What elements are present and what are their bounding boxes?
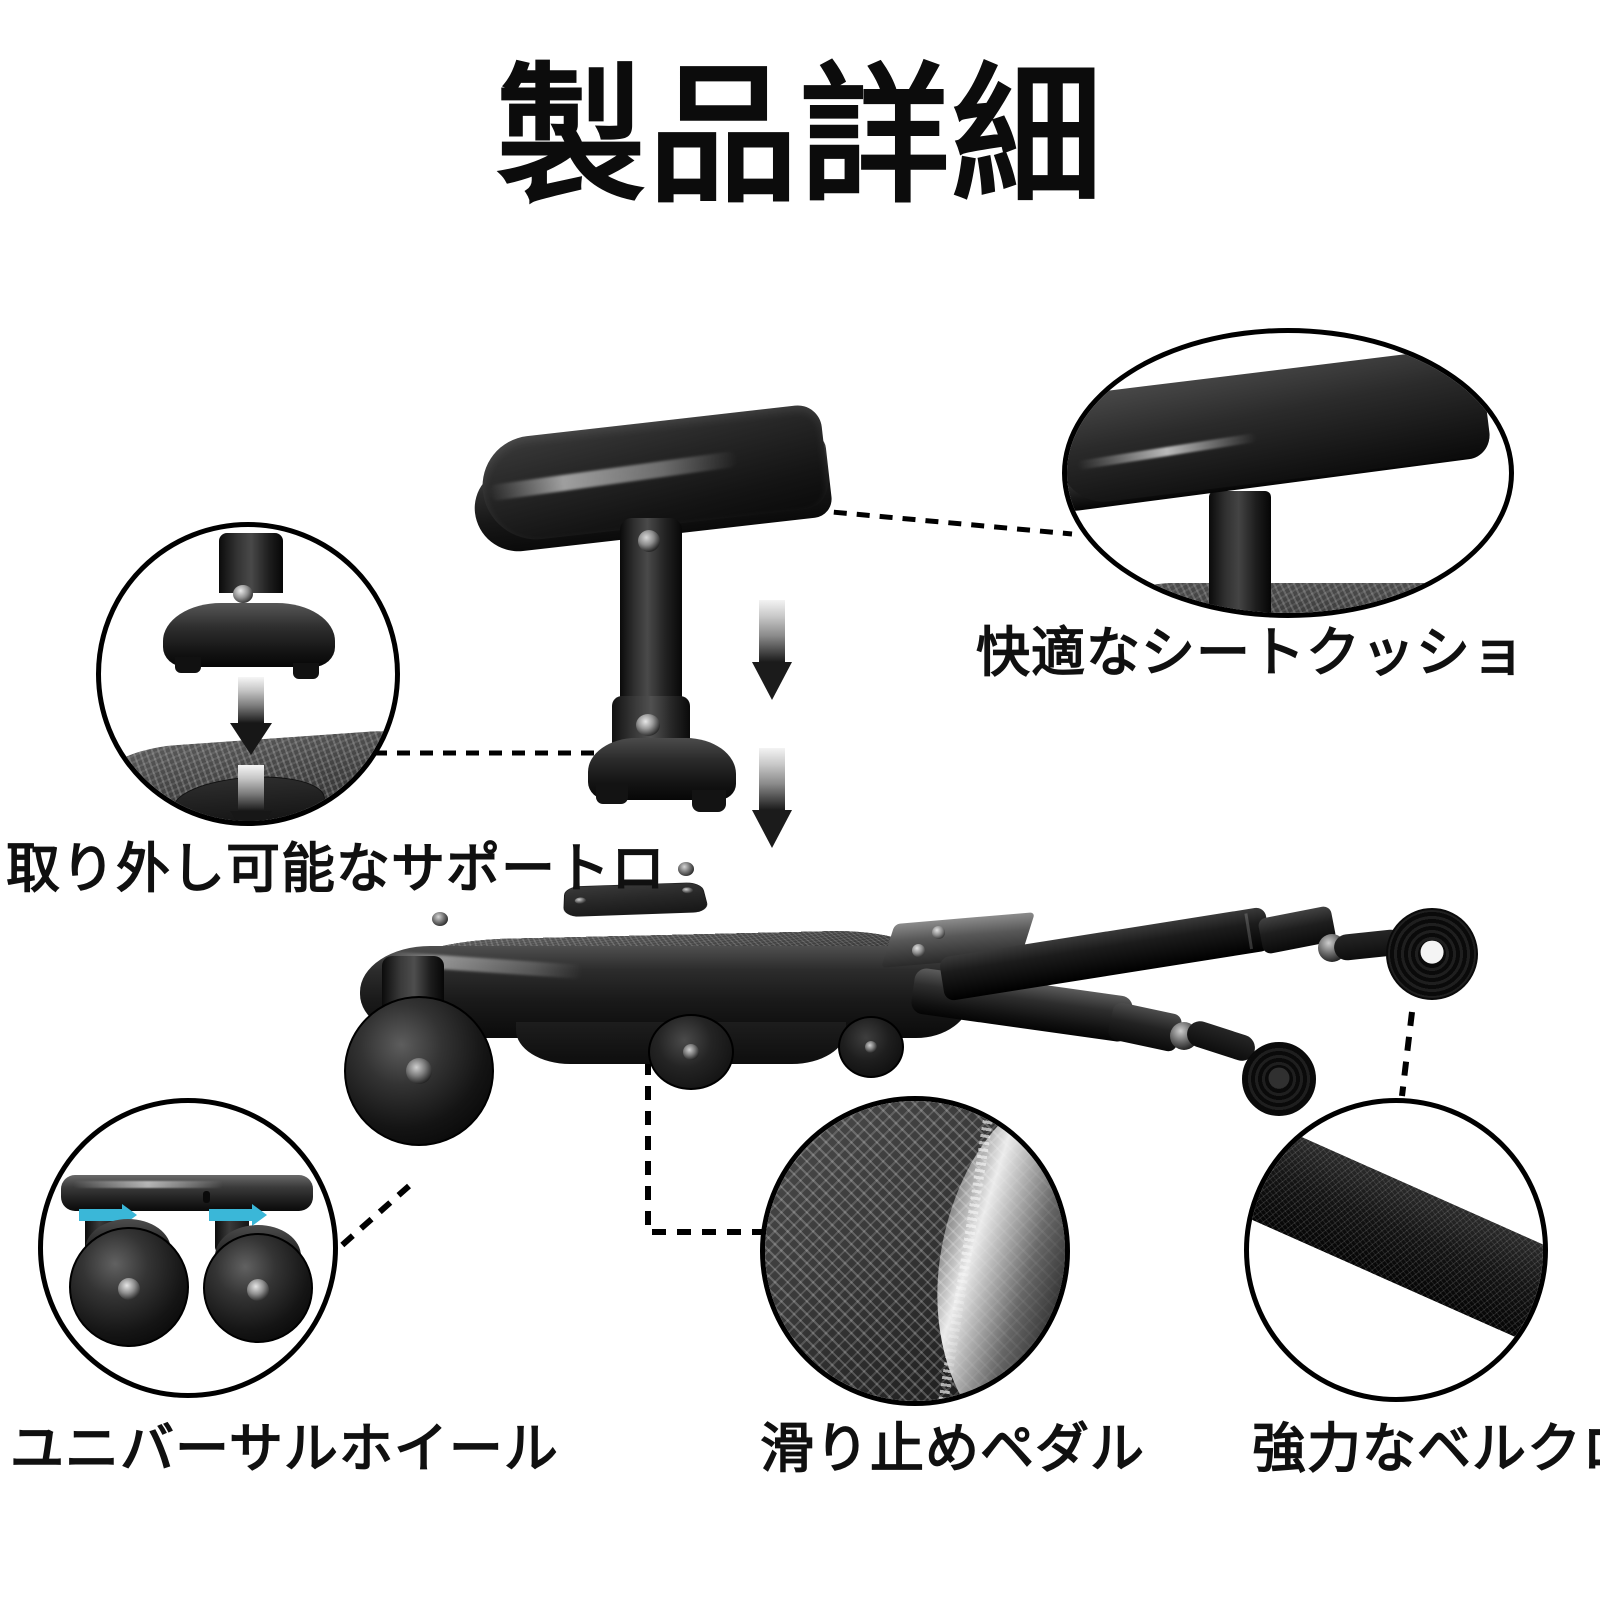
rear-wheel-left — [648, 1014, 734, 1090]
callout-circle-universal-wheel — [38, 1098, 338, 1398]
caption-velcro: 強力なベルクロ — [1252, 1417, 1600, 1480]
insert-arrow-1 — [229, 677, 273, 755]
caption-seat-cushion: 快適なシートクッショ — [976, 621, 1526, 684]
velcro-strap-roll-lower — [1242, 1042, 1316, 1116]
universal-wheel-closeup-icon — [43, 1103, 333, 1393]
velcro-strap-roll-upper — [1386, 908, 1478, 1000]
wheel-hub — [683, 1044, 699, 1060]
post-screw-lower — [636, 714, 660, 736]
insert-arrow-2 — [229, 765, 273, 821]
support-rod-closeup-icon — [101, 527, 395, 821]
seat-cushion-closeup-icon — [1067, 333, 1509, 613]
bracket-bolt-1 — [932, 926, 945, 939]
post-screw-upper — [638, 530, 660, 552]
wheel-rotation-arrow-right — [209, 1204, 267, 1226]
callout-circle-support-rod — [96, 522, 400, 826]
velcro-roll-center — [1268, 1067, 1290, 1089]
callout-circle-velcro — [1244, 1098, 1548, 1402]
rear-wheel-right — [838, 1016, 904, 1078]
caption-universal-wheel: ユニバーサルホイール — [10, 1417, 559, 1480]
attachment-arm-assembly — [856, 896, 1556, 1146]
assembly-arrow-down-1 — [752, 600, 792, 700]
lower-strap-link — [1183, 1017, 1259, 1065]
wheel-hub — [406, 1058, 432, 1084]
caption-anti-slip-pedal: 滑り止めペダル — [760, 1417, 1145, 1480]
velcro-roll-center — [1420, 940, 1444, 964]
velcro-strap-closeup-icon — [1249, 1103, 1543, 1397]
post-foot-lip-right — [692, 790, 726, 812]
bracket-bolt-2 — [912, 944, 925, 957]
wheel-hub — [865, 1041, 877, 1053]
callout-circle-anti-slip-pedal — [760, 1096, 1070, 1406]
caption-support-rod: 取り外し可能なサポートロ — [6, 837, 666, 900]
post-foot-lip-left — [596, 784, 628, 804]
assembly-arrow-down-2 — [752, 748, 792, 848]
front-universal-wheel — [344, 996, 494, 1146]
anti-slip-pedal-closeup-icon — [765, 1101, 1065, 1401]
page-title: 製品詳細 — [495, 50, 1104, 224]
seat-assembly-illustration — [470, 402, 870, 818]
deck-screw-right — [678, 862, 694, 876]
callout-circle-seat-cushion — [1062, 328, 1514, 618]
deck-screw-left — [432, 912, 448, 926]
